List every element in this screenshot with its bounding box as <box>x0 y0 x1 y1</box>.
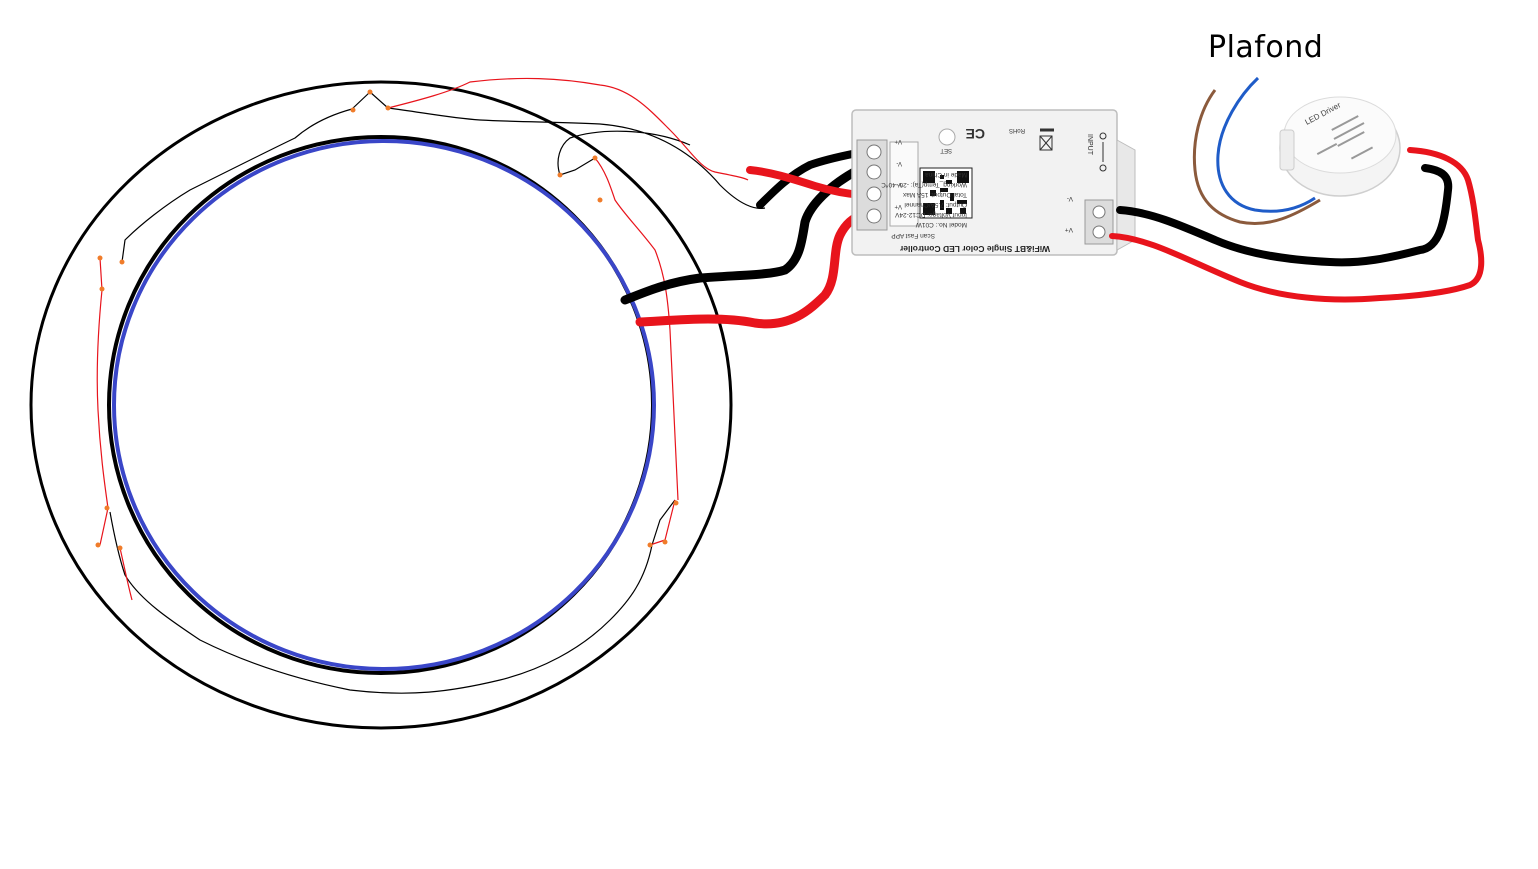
brown-wire <box>1192 89 1321 225</box>
thin-black-wire <box>109 91 766 694</box>
led-strip-ring <box>112 139 656 671</box>
controller-made-in: Made in China <box>925 171 967 178</box>
led-driver: LED Driver <box>1279 96 1401 197</box>
controller-rohs-mark: RoHS <box>1009 127 1025 133</box>
black-wire-driver <box>1116 164 1453 267</box>
output-terminal-4: V+ <box>894 203 902 209</box>
blue-wire <box>1216 76 1316 213</box>
terminal-v-minus-label: V- <box>1067 195 1073 202</box>
controller-input-voltage: Input Voltage: DC12-24V <box>894 211 967 218</box>
thick-black-wire-short <box>756 148 866 209</box>
dc-polarity-icon <box>1099 132 1107 172</box>
plafond-label: Plafond <box>1208 30 1324 65</box>
controller-title: WiFi&BT Single Color LED Controller <box>899 244 1050 254</box>
solder-dots <box>95 89 679 551</box>
output-terminal-2: V- <box>896 160 902 166</box>
recycle-bin-icon <box>1039 128 1054 151</box>
controller-ce-mark: CE <box>966 126 985 142</box>
thick-red-wire-short <box>746 166 866 199</box>
thin-red-wire <box>96 77 749 601</box>
controller-output: Output: 7.5A/Channel <box>904 201 967 208</box>
led-controller <box>851 109 1136 256</box>
controller-set-label: SET <box>940 147 952 153</box>
controller-model: Model No.: C01W <box>915 221 967 228</box>
controller-scan: Scan Fast APP <box>891 232 935 239</box>
controller-input-label: INPUT <box>1086 134 1093 156</box>
output-terminal-3: V- <box>896 181 902 187</box>
thick-black-wire-ring <box>620 165 863 305</box>
outer-ring <box>29 80 733 730</box>
terminal-v-plus-label: V+ <box>1065 226 1073 233</box>
controller-working-temp: Working_Temp(Ta): -20~40℃ <box>881 181 967 188</box>
thick-red-wire-ring <box>635 210 867 329</box>
output-terminal-1: V+ <box>894 138 902 144</box>
red-wire-driver <box>1109 147 1485 303</box>
controller-total-output: Total Output: 15A Max <box>902 191 967 198</box>
